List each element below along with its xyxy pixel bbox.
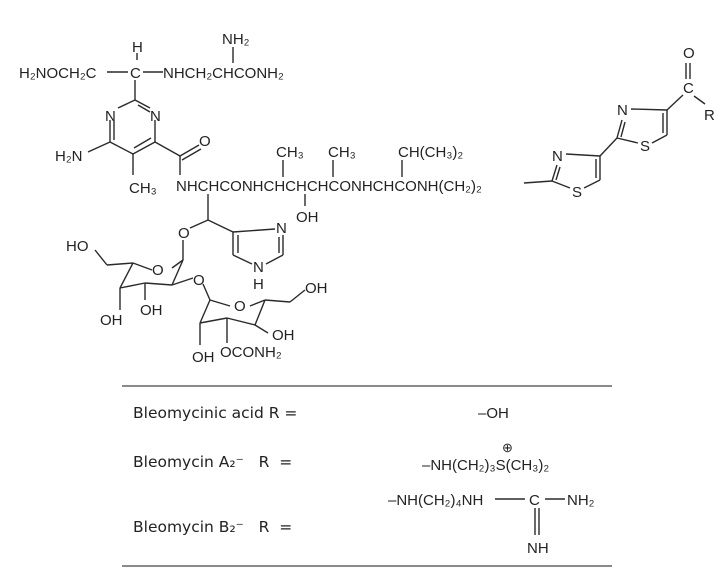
thiazole2-n-label: N — [617, 102, 628, 119]
thiazole2-s-label: S — [640, 138, 650, 155]
thiazole1-n-label: N — [552, 148, 563, 165]
sugar2-ring-oxygen: O — [234, 298, 246, 315]
methyl-b-label: CH₃ — [328, 144, 356, 161]
imidazole-nh-label: N — [253, 259, 264, 276]
left-chain-label: H₂NOCH₂C — [19, 65, 97, 82]
guanidine-nh-label: NH — [527, 540, 549, 557]
hydroxyl-label: OH — [296, 209, 319, 226]
carbonyl-oxygen-label: O — [199, 133, 211, 150]
right-chain-label: NHCH₂CHCONH₂ — [163, 65, 284, 82]
isopropyl-label: CH(CH₃)₂ — [398, 144, 463, 161]
row-label-bleomycinic-acid: Bleomycinic acid R = — [133, 404, 297, 422]
sugar2-oh-label: OH — [272, 327, 295, 344]
pyrimidine-amine-label: H₂N — [55, 148, 83, 165]
positive-charge-icon: ⊕ — [502, 440, 513, 455]
peptide-chain-label: NHCHCONHCHCHCHCONHCHCONH(CH₂)₂ — [176, 178, 482, 195]
carbamate-label: OCONH₂ — [220, 344, 282, 361]
pyrimidine-methyl-label: CH₃ — [129, 180, 157, 197]
row-value-bleomycinic-acid: –OH — [478, 405, 509, 422]
sugar2-oh-label: OH — [305, 280, 328, 297]
imidazole-n-label: N — [276, 220, 287, 237]
sugar1-oh-label: OH — [140, 302, 163, 319]
row-value-bleomycin-b2: –NH(CH₂)₄NH — [388, 492, 483, 509]
sugar1-oh-label: OH — [100, 312, 123, 329]
center-carbon-label: C — [130, 65, 141, 82]
amine-label: NH₂ — [222, 31, 250, 48]
sugar1-ho-label: HO — [66, 238, 89, 255]
acyl-oxygen-label: O — [683, 45, 695, 62]
methyl-a-label: CH₃ — [276, 144, 304, 161]
guanidine-carbon-label: C — [529, 492, 540, 509]
sugar2-oh-label: OH — [192, 349, 215, 366]
hydrogen-label: H — [132, 39, 143, 56]
bonds — [87, 47, 706, 535]
guanidine-nh2-label: NH₂ — [567, 492, 595, 509]
row-label-bleomycin-a2: Bleomycin A₂⁻ R = — [133, 453, 292, 471]
r-group-table: Bleomycinic acid R = –OH Bleomycin A₂⁻ R… — [122, 385, 612, 567]
atom-labels: NH₂ H H₂NOCH₂C C NHCH₂CHCONH₂ N N H₂N CH… — [19, 31, 715, 366]
row-value-bleomycin-a2: –NH(CH₂)₃S(CH₃)₂ — [422, 457, 549, 474]
acyl-carbon-label: C — [683, 80, 694, 97]
pyrimidine-n-left: N — [105, 108, 116, 125]
linking-oxygen-label: O — [193, 272, 205, 289]
imidazole-h-label: H — [253, 276, 264, 293]
row-label-bleomycin-b2: Bleomycin B₂⁻ R = — [133, 518, 292, 536]
thiazole1-s-label: S — [572, 184, 582, 201]
pyrimidine-n-right: N — [150, 108, 161, 125]
sugar1-ring-oxygen: O — [152, 262, 164, 279]
glycosidic-oxygen-label: O — [178, 225, 190, 242]
r-group-label: R — [704, 107, 715, 124]
